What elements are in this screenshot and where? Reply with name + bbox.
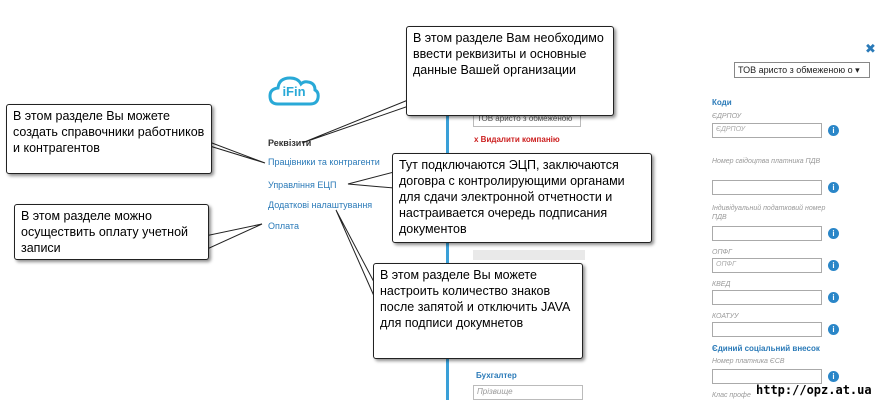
info-icon[interactable]: i xyxy=(828,324,839,335)
edrpou-label: ЄДРПОУ xyxy=(712,113,742,120)
logo-text: iFin xyxy=(282,84,306,99)
cloud-icon xyxy=(268,76,320,106)
watermark-url: http://opz.at.ua xyxy=(756,383,872,397)
callout-settings: В этом разделе Вы можете настроить колич… xyxy=(373,263,583,359)
kved-label: КВЕД xyxy=(712,281,731,288)
edrpou-input[interactable]: ЄДРПОУ xyxy=(712,123,822,138)
column-divider xyxy=(446,100,449,400)
company-select[interactable]: ТОВ аристо з обмеженою о ▾ xyxy=(734,62,870,78)
callout-requisites: В этом разделе Вам необходимо ввести рек… xyxy=(406,26,614,116)
nav-payment[interactable]: Оплата xyxy=(268,221,299,231)
info-icon[interactable]: i xyxy=(828,292,839,303)
opf-input[interactable]: ОПФГ xyxy=(712,258,822,273)
opf-label: ОПФГ xyxy=(712,249,732,256)
ifin-logo: iFin xyxy=(268,72,320,108)
accountant-label: Бухгалтер xyxy=(476,371,517,380)
tax-number-label: Індивідуальний податковий номер ПДВ xyxy=(712,205,826,221)
class-label: Клас профе xyxy=(712,392,751,399)
esv-number-label: Номер платника ЄСВ xyxy=(712,358,785,365)
info-icon[interactable]: i xyxy=(828,371,839,382)
tax-number-input[interactable] xyxy=(712,226,822,241)
vat-certificate-input[interactable] xyxy=(712,180,822,195)
info-icon[interactable]: i xyxy=(828,182,839,193)
vat-certificate-label: Номер свідоцтва платника ПДВ xyxy=(712,158,821,165)
delete-company-link[interactable]: x Видалити компанію xyxy=(474,135,560,144)
esv-section-title: Єдиний соціальний внесок xyxy=(712,344,820,353)
obscured-field xyxy=(473,250,585,260)
nav-employees-contractors[interactable]: Працівники та контрагенти xyxy=(268,157,380,167)
callout-payment: В этом разделе можно осуществить оплату … xyxy=(14,204,209,260)
esv-number-input[interactable] xyxy=(712,369,822,384)
koatuu-input[interactable] xyxy=(712,322,822,337)
nav-additional-settings[interactable]: Додаткові налаштування xyxy=(268,200,373,210)
info-icon[interactable]: i xyxy=(828,260,839,271)
nav-requisites[interactable]: Реквізити xyxy=(268,138,312,148)
callout-employees: В этом разделе Вы можете создать справоч… xyxy=(6,104,212,174)
nav-ecp-management[interactable]: Управління ЕЦП xyxy=(268,180,337,190)
info-icon[interactable]: i xyxy=(828,228,839,239)
codes-section-title: Коди xyxy=(712,98,732,107)
callout-ecp: Тут подключаются ЭЦП, заключаются договр… xyxy=(392,153,652,243)
koatuu-label: КОАТУУ xyxy=(712,313,739,320)
accountant-surname-input[interactable]: Прізвище xyxy=(473,385,583,400)
close-icon[interactable]: ✖ xyxy=(865,41,876,56)
kved-input[interactable] xyxy=(712,290,822,305)
info-icon[interactable]: i xyxy=(828,125,839,136)
